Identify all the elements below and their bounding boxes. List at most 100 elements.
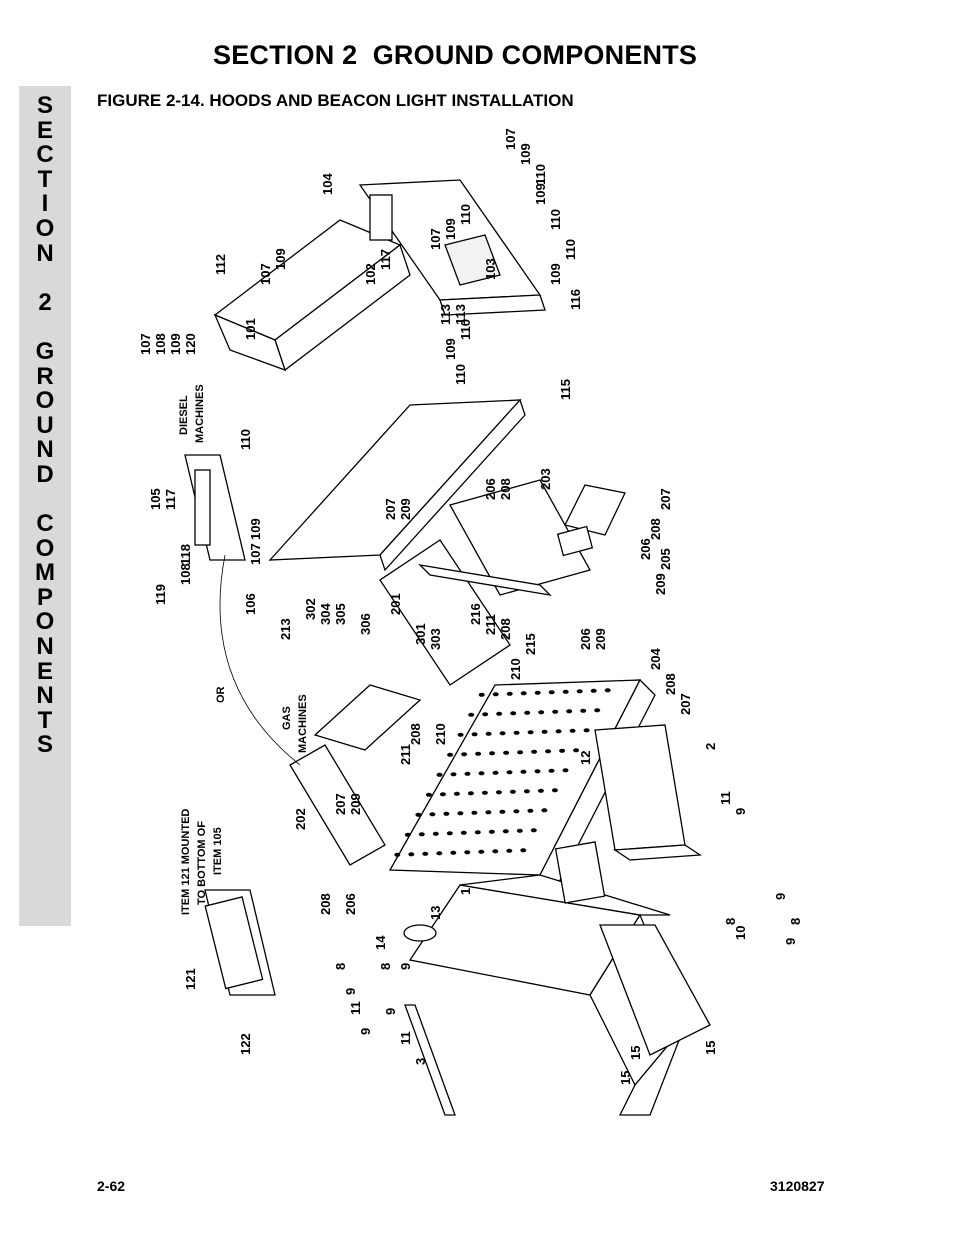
callout-label: 15	[628, 1046, 643, 1060]
side-tab-letter: C	[36, 141, 54, 169]
callout-label: 209	[593, 628, 608, 650]
side-tab-letter: C	[36, 510, 54, 538]
callout-label: 13	[428, 906, 443, 920]
side-tab-letter: D	[36, 460, 54, 488]
callout-label: 109	[443, 338, 458, 360]
callout-label: 305	[333, 603, 348, 625]
callout-label: 216	[468, 603, 483, 625]
side-tab-letter: T	[37, 165, 53, 193]
callout-label: 104	[320, 173, 335, 195]
callout-label: 15	[618, 1071, 633, 1085]
callout-label: 8	[723, 918, 738, 925]
side-tab-letter: P	[36, 583, 53, 611]
callout-label: 9	[398, 963, 413, 970]
side-tab-letter: M	[35, 559, 55, 587]
callout-label: 209	[653, 573, 668, 595]
side-tab-letter: R	[36, 362, 54, 390]
note-gas-1: GAS	[281, 706, 293, 730]
callout-label: 208	[648, 518, 663, 540]
or-arrow	[219, 554, 301, 766]
callout-label: 11	[398, 1031, 413, 1045]
callout-label: 304	[318, 603, 333, 625]
callout-label: 210	[508, 658, 523, 680]
callout-label: 207	[383, 498, 398, 520]
callout-label: 103	[483, 258, 498, 280]
side-tab-letter: O	[35, 214, 55, 242]
callout-label: 306	[358, 613, 373, 635]
hood-box-2	[594, 724, 702, 861]
side-tab-letter: U	[36, 411, 54, 439]
note-item121-3: ITEM 105	[212, 827, 224, 875]
callout-label: 109	[443, 218, 458, 240]
channel-3	[404, 1004, 456, 1116]
section-header: SECTION 2 GROUND COMPONENTS	[213, 40, 698, 70]
callout-label: 110	[548, 209, 563, 230]
callout-label: 203	[538, 468, 553, 490]
side-tab-letter: N	[36, 436, 54, 464]
main-base-assembly	[408, 841, 711, 1116]
callout-label: 112	[213, 254, 228, 275]
callout-label: 210	[433, 723, 448, 745]
callout-label: 11	[718, 791, 733, 805]
callout-label: 101	[243, 318, 258, 340]
callout-label: 113	[453, 304, 468, 325]
callout-label: 113	[438, 304, 453, 325]
callout-label: 208	[408, 723, 423, 745]
callout-label: 208	[498, 618, 513, 640]
callout-label: 109	[548, 263, 563, 285]
side-tab-letter: O	[35, 608, 55, 636]
side-tab-letter: S	[36, 731, 53, 759]
callout-label: 110	[563, 239, 578, 260]
callout-label: 109	[533, 183, 548, 205]
callout-label: 122	[238, 1033, 253, 1055]
callout-label: 9	[783, 938, 798, 945]
callout-label: 208	[663, 673, 678, 695]
callout-label: 110	[453, 364, 468, 385]
callout-label: 2	[703, 743, 718, 750]
side-tab-letter	[19, 488, 71, 513]
bracket-201	[379, 539, 552, 686]
callout-label: 107	[428, 228, 443, 250]
callout-label: 8	[378, 963, 393, 970]
filter-121	[204, 889, 276, 996]
callout-label: 207	[333, 793, 348, 815]
callout-label: 3	[413, 1058, 428, 1065]
callout-label: 109	[518, 143, 533, 165]
callout-label: 110	[238, 429, 253, 450]
callout-label: 8	[333, 963, 348, 970]
callout-label: 9	[733, 808, 748, 815]
callout-label: 15	[703, 1041, 718, 1055]
callout-label: 12	[578, 751, 593, 765]
callout-label: 110	[533, 164, 548, 185]
callout-label: 108	[153, 333, 168, 355]
callout-label: 109	[273, 248, 288, 270]
callout-label: 1	[458, 888, 473, 895]
note-diesel-2: MACHINES	[194, 384, 206, 443]
figure-title: FIGURE 2-14. HOODS AND BEACON LIGHT INST…	[97, 91, 574, 110]
callout-label: 207	[658, 488, 673, 510]
side-tab-letter: O	[35, 387, 55, 415]
callout-label: 9	[383, 1008, 398, 1015]
callout-label: 117	[378, 249, 393, 270]
note-item121-2: TO BOTTOM OF	[196, 821, 208, 905]
exploded-parts-diagram: DIESEL MACHINES GAS MACHINES OR ITEM 121…	[138, 128, 803, 1116]
callout-label: 120	[183, 333, 198, 355]
side-tab-letter: E	[36, 116, 53, 144]
callout-label: 9	[343, 988, 358, 995]
side-tab-letter: N	[36, 633, 54, 661]
panel-115	[268, 398, 526, 572]
callout-label: 119	[153, 584, 168, 605]
callout-label: 301	[413, 623, 428, 645]
page-number: 2-62	[97, 1178, 126, 1194]
side-tab-letter: S	[36, 92, 53, 119]
callout-label: 14	[373, 935, 388, 950]
callout-label: 211	[398, 744, 413, 765]
callout-label: 105	[148, 488, 163, 510]
callout-label: 303	[428, 628, 443, 650]
callout-label: 206	[483, 478, 498, 500]
callout-label: 107	[258, 263, 273, 285]
gas-box-306	[289, 684, 422, 866]
callout-label: 206	[343, 893, 358, 915]
callout-label: 302	[303, 598, 318, 620]
